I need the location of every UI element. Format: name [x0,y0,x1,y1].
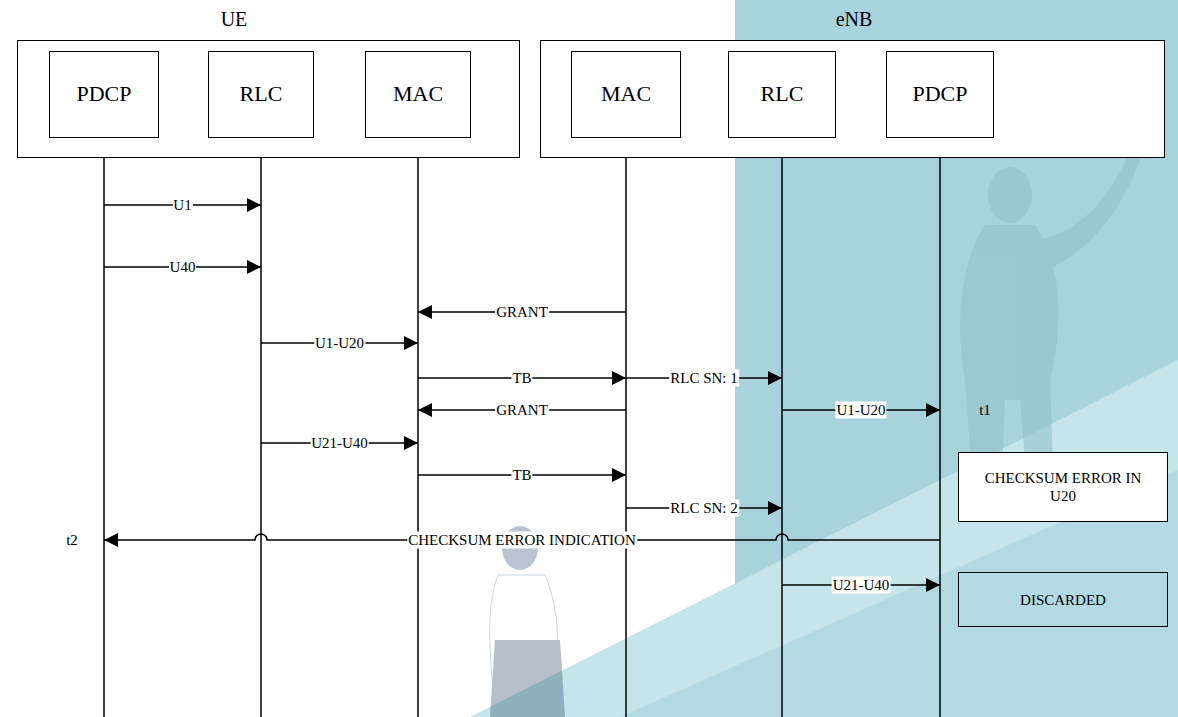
message-label: U1-U20 [835,402,886,419]
time-marker: t1 [979,402,991,419]
protocol-layer-box: MAC [365,51,471,138]
layer-name: PDCP [912,81,967,107]
layer-name: RLC [761,81,804,107]
message-label: GRANT [495,304,549,321]
note-text: DISCARDED [983,591,1143,609]
lifeline [260,158,262,717]
layer-name: RLC [240,81,283,107]
protocol-layer-box: PDCP [49,51,159,138]
note-text: CHECKSUM ERROR IN U20 [983,469,1143,505]
message-label: U40 [169,259,197,276]
message-label: RLC SN: 1 [669,370,739,387]
message-label: U21-U40 [310,435,369,452]
message-label: TB [511,370,532,387]
lifeline [103,158,105,717]
protocol-layer-box: PDCP [886,51,994,138]
protocol-layer-box: MAC [571,51,681,138]
protocol-layer-box: RLC [728,51,836,138]
time-marker: t2 [66,532,78,549]
figure-woman [490,526,565,717]
silhouette-arm [1040,150,1140,270]
message-label: CHECKSUM ERROR INDICATION [407,532,637,549]
lifelines [104,158,940,717]
note-box: DISCARDED [958,572,1168,627]
lifeline [781,158,783,717]
lifeline [939,158,941,717]
note-box: CHECKSUM ERROR IN U20 [958,452,1168,522]
figure-skirt [490,640,565,717]
message-label: TB [511,467,532,484]
protocol-layer-box: RLC [208,51,314,138]
message-label: U21-U40 [832,577,891,594]
entity-container: UEPDCPRLCMAC [17,40,520,158]
message-label: GRANT [495,402,549,419]
message-label: U1-U20 [314,335,365,352]
message-arrows [104,205,940,585]
layer-name: MAC [601,81,651,107]
entity-container: eNBMACRLCPDCP [540,40,1165,158]
entity-heading: eNB [836,7,873,31]
lifeline [417,158,419,717]
message-label: U1 [172,197,192,214]
silhouette-head [988,167,1032,223]
layer-name: MAC [393,81,443,107]
entity-heading: UE [221,7,248,31]
lifeline [625,158,627,717]
layer-name: PDCP [76,81,131,107]
message-label: RLC SN: 2 [669,500,739,517]
